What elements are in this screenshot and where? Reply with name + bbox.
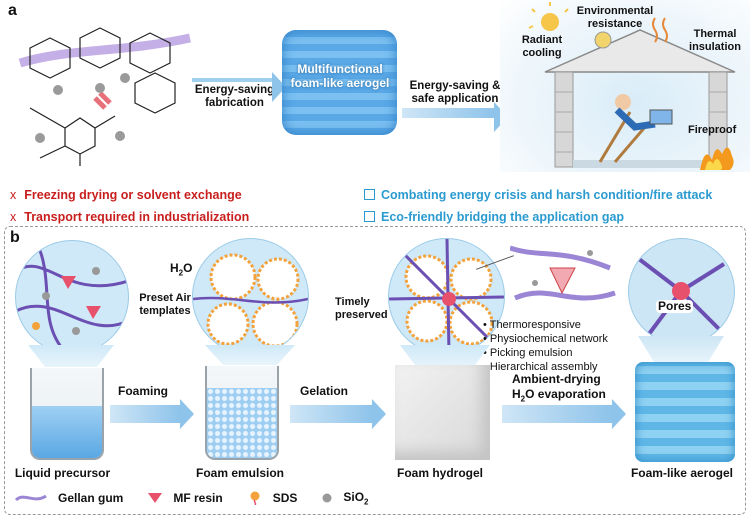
stage-foam-like-aerogel: Foam-like aerogel <box>630 466 734 480</box>
environmental-resistance-label: Environmental resistance <box>576 5 654 30</box>
application-label: Energy-saving & safe application <box>409 80 501 105</box>
pros-item: Eco-friendly bridging the application ga… <box>364 208 712 226</box>
foaming-label: Foaming <box>118 384 168 398</box>
panel-a-letter: a <box>8 2 17 19</box>
legend-mf: MF resin <box>173 491 223 506</box>
emulsion-beaker <box>205 366 279 460</box>
property-item: Physiochemical network <box>483 332 608 346</box>
panel-b-frame <box>4 226 746 515</box>
legend-gellan: Gellan gum <box>58 491 124 506</box>
stage-foam-emulsion: Foam emulsion <box>195 466 284 480</box>
aerogel-block <box>282 30 397 135</box>
aerogel-label: Multifunctional foam-like aerogel <box>290 62 390 90</box>
drying-label: Ambient-drying H2O evaporation <box>512 372 606 404</box>
cross-icon: x <box>10 188 17 202</box>
house-scene <box>500 0 750 172</box>
house-drawing <box>528 2 736 170</box>
precursor-beaker <box>30 368 104 460</box>
fabrication-label: Energy-saving fabrication <box>194 84 275 109</box>
gelation-label: Gelation <box>300 384 349 398</box>
thermal-insulation-label: Thermal insulation <box>689 28 741 53</box>
precursor-zoom <box>15 240 129 354</box>
aerogel-cube <box>635 362 735 462</box>
cross-icon: x <box>10 210 17 224</box>
pores-label: Pores <box>656 299 694 313</box>
checkbox-icon <box>364 211 375 222</box>
hydrogel-cube <box>395 365 490 460</box>
application-arrow <box>402 102 508 132</box>
legend-sio2: SiO2 <box>343 490 369 507</box>
sds-icon <box>250 491 260 506</box>
legend-sds: SDS <box>272 491 298 506</box>
crosslink-structure <box>510 245 616 301</box>
gelation-arrow <box>290 399 386 429</box>
radiant-cooling-label: Radiant cooling <box>521 34 563 59</box>
property-item: Hierarchical assembly <box>483 360 608 374</box>
fireproof-label: Fireproof <box>688 124 737 136</box>
cons-item: x Transport required in industrialization <box>10 208 249 226</box>
fabrication-arrow <box>192 72 286 102</box>
emulsion-zoom <box>192 238 309 355</box>
checkbox-icon <box>364 189 375 200</box>
legend: Gellan gum MF resin SDS SiO2 <box>14 490 369 506</box>
pros-text: Eco-friendly bridging the application ga… <box>381 210 625 224</box>
cons-text: Freezing drying or solvent exchange <box>24 188 242 202</box>
timely-label: Timely preserved <box>335 296 388 321</box>
h2o-label: H2O <box>170 261 193 278</box>
pros-item: Combating energy crisis and harsh condit… <box>364 186 712 204</box>
property-item: Picking emulsion <box>483 346 608 360</box>
zoom-cone <box>205 345 295 365</box>
cons-text: Transport required in industrialization <box>24 210 250 224</box>
panel-b-letter: b <box>10 229 20 246</box>
property-list: Thermoresponsive Physiochemical network … <box>483 318 608 374</box>
mf-resin-icon <box>148 493 163 504</box>
aerogel-zoom <box>628 238 735 345</box>
foaming-arrow <box>110 399 194 429</box>
pros-text: Combating energy crisis and harsh condit… <box>381 188 713 202</box>
pros-list: Combating energy crisis and harsh condit… <box>364 186 712 226</box>
molecular-structure <box>18 27 191 166</box>
cons-item: x Freezing drying or solvent exchange <box>10 186 249 204</box>
preset-label: Preset Air templates <box>139 292 191 317</box>
gellan-gum-icon <box>14 494 47 502</box>
drying-arrow <box>502 399 626 429</box>
stage-foam-hydrogel: Foam hydrogel <box>396 466 483 480</box>
stage-liquid-precursor: Liquid precursor <box>14 466 111 480</box>
property-item: Thermoresponsive <box>483 318 608 332</box>
sio2-icon <box>322 493 332 503</box>
zoom-cone <box>28 345 114 367</box>
